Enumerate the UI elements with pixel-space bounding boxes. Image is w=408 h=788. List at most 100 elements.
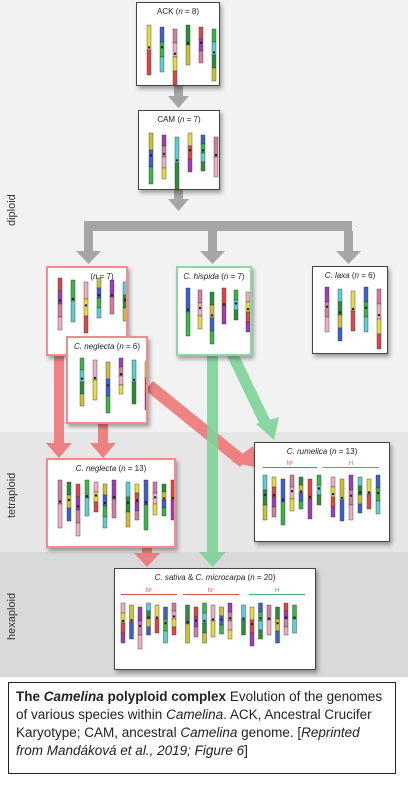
chromosome-segment [210,620,216,638]
centromere [367,491,371,494]
chromosome-segment [75,496,81,511]
centromere [203,619,206,623]
chromosome-segment [219,624,224,635]
centromere [281,498,285,501]
chromosome-segment [105,361,111,380]
chromosome-segment [84,497,90,517]
chromosome [350,290,356,332]
chromosome-segment [245,311,250,323]
chromosome-segment [375,474,381,489]
chromosome-segment [200,161,206,172]
centromere [144,501,148,504]
chromosome-segment [202,602,207,614]
centromere [93,376,97,380]
chromosome [266,604,272,636]
ack-title: ACK (n = 8) [156,7,200,16]
centromere [186,308,190,311]
chromosome [102,483,108,529]
centromere [276,622,279,625]
chromosome [129,604,134,640]
sativa-subgenome-2-label: N⁷ [183,588,239,595]
ack-box: ACK (n = 8) [136,2,220,86]
chromosome [83,281,89,334]
chromosome [161,134,167,180]
chromosome-segment [357,485,363,496]
chromosome-segment [376,318,382,335]
chromosome [249,606,255,647]
centromere [211,618,215,621]
arrow-red-2-head [90,443,116,458]
chromosome-segment [283,626,289,636]
centromere [123,298,126,302]
cam-title: CAM (n = 7) [157,115,201,124]
chromosome [109,279,115,315]
chromosome-segment [262,504,268,521]
chromosome-segment [198,38,204,52]
centromere [199,41,203,44]
sativa-subgenome-3-label: H [249,588,305,595]
chromosome-segment [102,516,108,529]
chromosome [148,132,154,185]
chromosome-segment [193,616,199,628]
chromosome-segment [233,299,239,311]
chromosome-segment [161,507,167,517]
chromosome-segment [227,602,233,613]
ack-karyotype [146,24,217,85]
chromosome-segment [144,361,146,379]
chromosome-segment [298,500,304,510]
centromere [317,487,321,490]
centromere [272,493,276,497]
centromere [242,617,245,620]
rumelica-title: C. rumelica (n = 13) [286,447,358,456]
chromosome-segment [197,302,203,317]
centromere [138,624,142,628]
chromosome-segment [211,54,217,69]
centromere [188,148,192,152]
chromosome-segment [105,395,111,414]
chromosome [275,606,280,644]
chromosome [152,481,158,516]
chromosome [200,134,206,172]
chromosome [174,136,180,189]
centromere [58,500,62,503]
centromere [201,149,205,152]
chromosome-segment [163,630,168,644]
arrow-red-3-shaft [145,381,248,467]
chromosome-segment [258,620,263,631]
chromosome-segment [219,606,224,617]
chromosome-segment [57,303,63,318]
centromere [198,306,202,310]
chromosome-segment [258,611,263,622]
caption-band [0,677,408,788]
chromosome-segment [83,281,89,300]
chromosome-segment [337,314,343,329]
chromosome-segment [200,143,206,154]
chromosome-segment [187,145,193,160]
chromosome-segment [125,481,131,498]
centromere [351,307,355,311]
chromosome-segment [324,316,330,333]
chromosome-segment [131,381,137,405]
chromosome-segment [221,305,227,325]
chromosome-segment [66,481,72,496]
hispida-karyotype [185,287,250,345]
chromosome-segment [96,287,102,299]
chromosome-segment [146,602,151,612]
chromosome-segment [161,167,167,180]
chromosome-segment [129,621,134,640]
chromosome [57,479,63,529]
sativa-karyotype [120,602,297,650]
chromosome [154,604,160,634]
chromosome [241,604,246,636]
chromosome [245,291,250,333]
centromere [186,620,189,624]
chromosome-segment [307,498,313,520]
chromosome-segment [148,149,154,168]
chromosome [209,291,215,345]
hispida-box: C. hispida (n = 7) [176,266,252,356]
chromosome [122,281,126,322]
chromosome [96,277,102,319]
centromere [299,490,303,493]
centromere [130,619,133,622]
arrow-cam-split-shaft [174,188,183,200]
